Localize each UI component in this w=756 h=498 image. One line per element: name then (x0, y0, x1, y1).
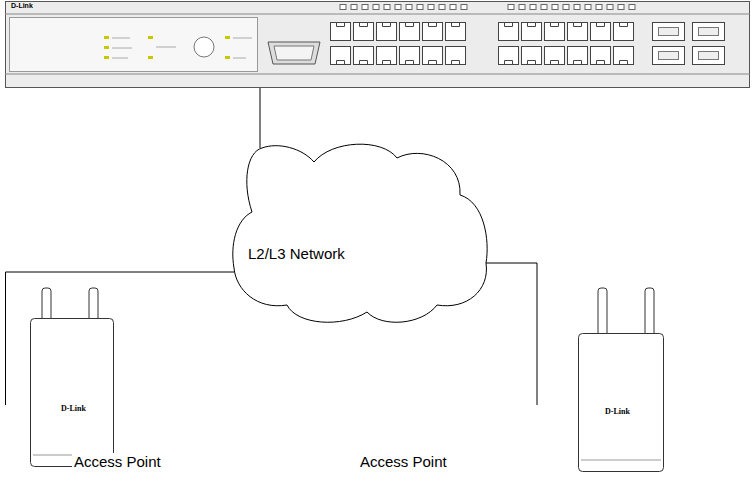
device-label: Access Point (360, 453, 447, 470)
cloud-label: L2/L3 Network (248, 245, 345, 262)
device-label: Access Point (72, 453, 163, 470)
network-link (486, 263, 537, 405)
access-point: D-LinkAccess Point (5, 288, 195, 480)
brand-logo: D-Link (605, 407, 630, 416)
network-link (6, 272, 235, 405)
access-point: D-LinkAccess Point (355, 405, 670, 480)
cloud-outline (232, 140, 488, 325)
switch-chassis (5, 2, 750, 88)
brand-logo: D-Link (61, 404, 86, 413)
access-point-left (31, 288, 114, 467)
network-link (260, 88, 261, 148)
access-point-right (579, 288, 664, 472)
brand-logo: D-Link (11, 2, 33, 10)
network-cloud: L2/L3 Network (232, 140, 488, 325)
port-array (331, 5, 725, 65)
network-switch: D-Link (5, 0, 750, 88)
